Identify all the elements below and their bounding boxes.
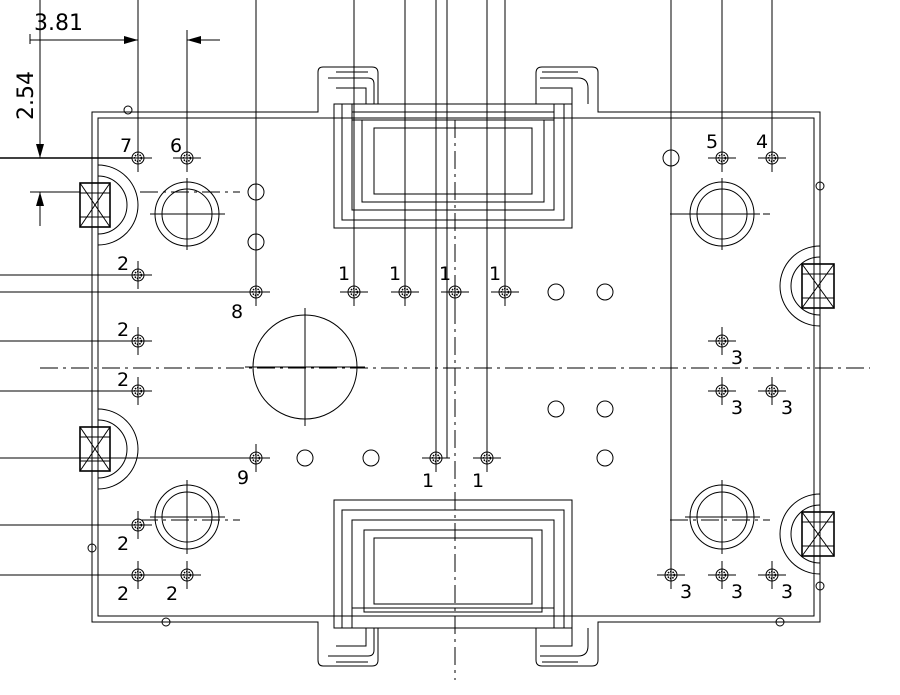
pin-pad [124,561,152,589]
pin-label-6: 6 [170,135,182,157]
center-boss-hole [245,308,365,426]
side-clips [79,164,835,575]
pin-label-1: 1 [439,263,451,285]
reference-lines [0,0,773,576]
pin-pad [758,377,786,405]
pin-pad [758,561,786,589]
pin-pad [422,444,450,472]
pin-labels: 7 6 5 4 8 9 2 2 2 2 2 2 1 1 1 1 1 1 3 3 … [117,131,793,605]
pin-label-5: 5 [706,131,718,153]
pin-label-1: 1 [472,470,484,492]
pin-label-2: 2 [166,583,178,605]
pin-label-2: 2 [117,253,129,275]
dimension-horizontal: 3.81 [29,11,220,44]
pin-pad [708,561,736,589]
dimension-horizontal-label: 3.81 [34,11,83,36]
pin-pad [124,511,152,539]
pin-label-2: 2 [117,533,129,555]
bottom-latch [328,499,589,663]
pin-pad [708,327,736,355]
pin-label-2: 2 [117,583,129,605]
pin-label-7: 7 [120,135,132,157]
top-latch [328,71,589,229]
pin-label-1: 1 [338,263,350,285]
pin-pad [124,377,152,405]
pin-pad [758,144,786,172]
pin-label-3: 3 [781,581,793,603]
pin-label-8: 8 [231,301,243,323]
pin-pad [708,144,736,172]
mounting-holes [150,178,760,554]
pin-label-1: 1 [389,263,401,285]
edge-bumps [87,105,825,627]
pin-label-2: 2 [117,319,129,341]
pin-pad [173,144,201,172]
pin-pad [491,278,519,306]
pin-pad [441,278,469,306]
pin-pad [473,444,501,472]
pin-label-1: 1 [489,263,501,285]
pin-label-3: 3 [731,581,743,603]
pin-pads [124,144,786,589]
pin-label-1: 1 [422,470,434,492]
pin-pad [242,278,270,306]
plain-holes [247,149,680,467]
pin-pad [708,377,736,405]
pin-pad [124,261,152,289]
pin-label-4: 4 [756,131,768,153]
pin-pad [242,444,270,472]
pin-label-3: 3 [731,347,743,369]
pin-pad [657,561,685,589]
dimension-vertical-label: 2.54 [14,71,39,120]
housing-outline [91,66,821,667]
pin-pad [173,561,201,589]
pin-label-2: 2 [117,369,129,391]
pin-label-3: 3 [781,397,793,419]
dimension-vertical: 2.54 [0,0,138,226]
pin-label-9: 9 [237,467,249,489]
pin-pad [340,278,368,306]
pin-label-3: 3 [731,397,743,419]
pin-pad [124,144,152,172]
pin-pad [391,278,419,306]
pin-pad [124,327,152,355]
pin-label-3: 3 [680,581,692,603]
